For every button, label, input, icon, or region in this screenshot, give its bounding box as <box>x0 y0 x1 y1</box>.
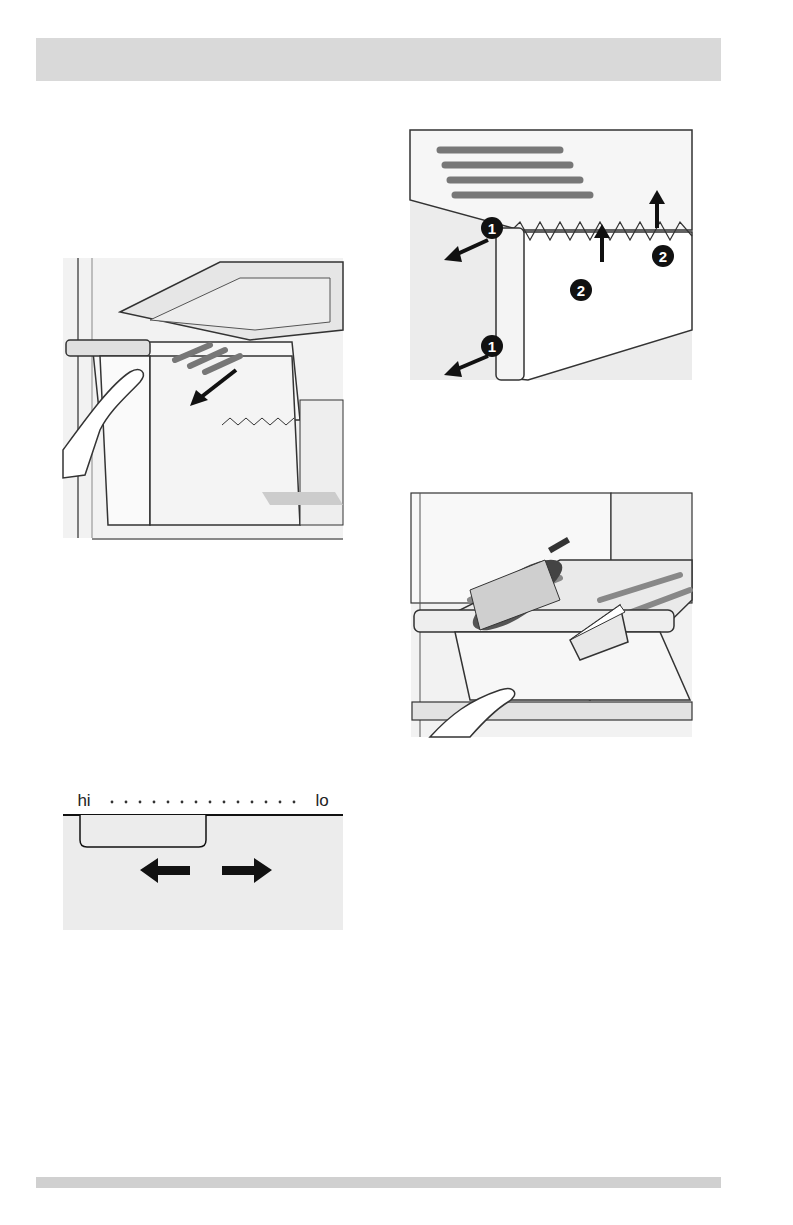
scale-dots <box>111 801 296 804</box>
callout-number: 1 <box>488 221 496 236</box>
scale-label: hi <box>77 792 90 809</box>
footer-bar <box>36 1177 721 1188</box>
header-bar <box>36 38 721 81</box>
humidity-slider-illustration <box>63 801 343 930</box>
wine-drawer-illustration <box>411 493 692 737</box>
callout-number: 1 <box>488 339 496 354</box>
drawer-pull-illustration <box>63 258 343 540</box>
callout-number: 2 <box>659 249 667 264</box>
scale-label: lo <box>315 792 328 809</box>
crisper-removal-illustration <box>410 130 692 380</box>
callout-number: 2 <box>577 283 585 298</box>
